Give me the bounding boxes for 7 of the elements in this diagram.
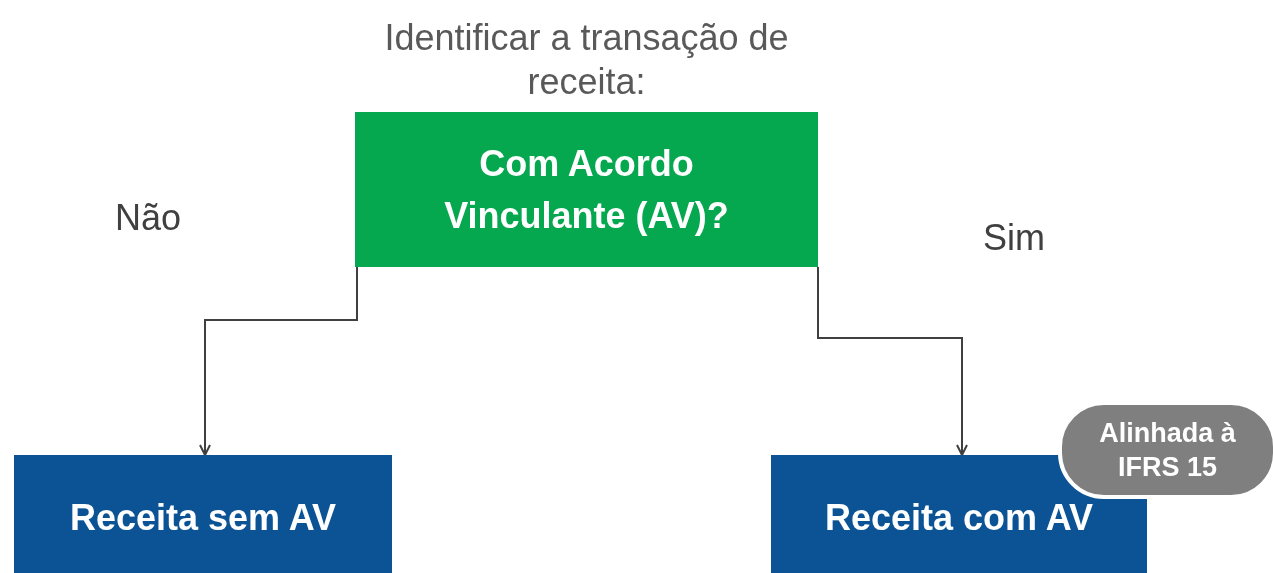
edge-label: Não xyxy=(115,198,182,238)
edge-label: Sim xyxy=(983,218,1045,258)
heading-text: Identificar a transação de receita: xyxy=(383,16,790,104)
decision-box: Com Acordo Vinculante (AV)? xyxy=(355,112,818,267)
connector-arrow xyxy=(199,266,358,456)
result-box: Receita sem AV xyxy=(14,455,392,573)
connector-arrow xyxy=(817,266,968,456)
